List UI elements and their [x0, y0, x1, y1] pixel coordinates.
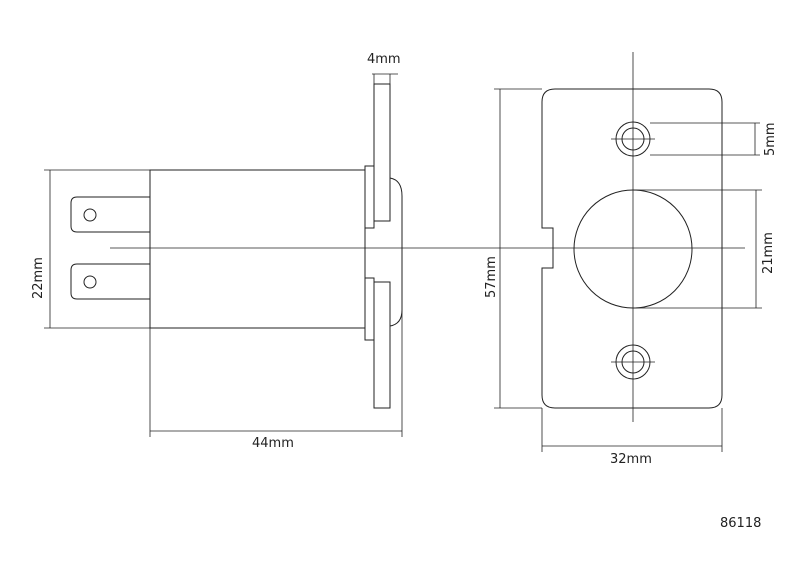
dim-label-22mm: 22mm [31, 257, 46, 299]
dim-57mm: 57mm [484, 88, 542, 409]
dim-22mm: 22mm [31, 169, 150, 329]
flange-upper [364, 165, 375, 229]
flange-lower [364, 277, 375, 341]
dim-5mm: 5mm [650, 122, 778, 156]
front-view [541, 52, 723, 422]
mounting-plate-edge [373, 83, 391, 222]
dim-label-21mm: 21mm [761, 232, 776, 274]
mounting-plate-front [541, 88, 723, 409]
dim-32mm: 32mm [541, 408, 723, 467]
dim-label-32mm: 32mm [610, 452, 652, 467]
terminal-hole-upper [83, 208, 97, 222]
rear-cap [389, 177, 403, 327]
dim-label-57mm: 57mm [484, 256, 499, 298]
dim-label-4mm: 4mm [367, 52, 401, 67]
terminal-blade-upper [70, 196, 150, 233]
part-number: 86118 [720, 516, 761, 531]
dim-21mm: 21mm [633, 189, 776, 309]
terminal-hole-lower [83, 275, 97, 289]
dim-label-5mm: 5mm [763, 122, 778, 156]
side-view [70, 83, 745, 409]
relay-body [149, 169, 366, 329]
mounting-plate-edge-lower [373, 281, 391, 409]
dim-44mm: 44mm [149, 310, 403, 451]
dim-label-44mm: 44mm [252, 436, 294, 451]
dim-4mm: 4mm [367, 52, 401, 84]
terminal-blade-lower [70, 263, 150, 300]
